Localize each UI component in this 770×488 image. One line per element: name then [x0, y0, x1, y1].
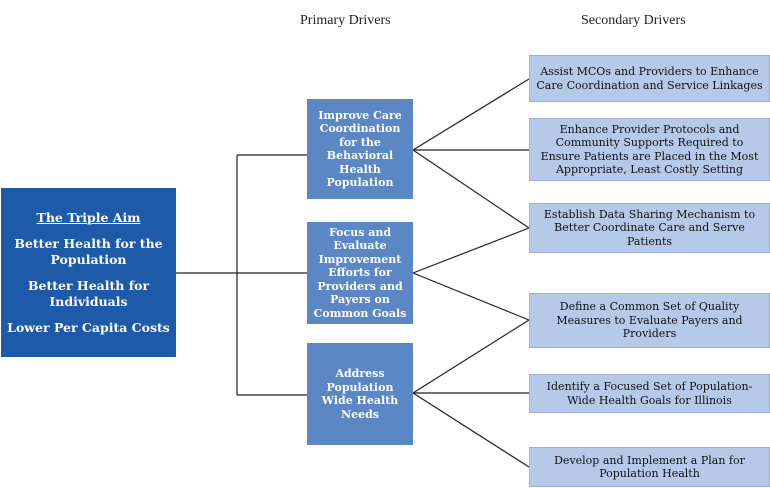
secondary-driver-health-goals: Identify a Focused Set of Population-Wid… [529, 374, 770, 413]
p2-to-s4 [412, 272, 530, 321]
p1-to-s1 [412, 78, 530, 151]
secondary-driver-label: Assist MCOs and Providers to Enhance Car… [536, 65, 763, 92]
p3-to-s6 [412, 392, 530, 468]
secondary-driver-provider-protocols: Enhance Provider Protocols and Community… [529, 118, 770, 181]
secondary-driver-label: Enhance Provider Protocols and Community… [540, 122, 759, 177]
secondary-driver-label: Identify a Focused Set of Population-Wid… [546, 380, 753, 407]
primary-driver-population-health: Address Population Wide Health Needs [307, 343, 413, 445]
secondary-driver-quality-measures: Define a Common Set of Quality Measures … [529, 293, 770, 348]
triple-aim-box: The Triple Aim Better Health for the Pop… [1, 188, 176, 357]
secondary-driver-mco-coordination: Assist MCOs and Providers to Enhance Car… [529, 55, 770, 102]
secondary-driver-data-sharing: Establish Data Sharing Mechanism to Bett… [529, 203, 770, 253]
p3-to-s4 [412, 319, 530, 394]
aim-individuals: Better Health for Individuals [27, 277, 150, 309]
secondary-driver-label: Define a Common Set of Quality Measures … [556, 300, 743, 341]
primary-driver-improvement-efforts: Focus and Evaluate Improvement Efforts f… [307, 222, 413, 324]
aim-population: Better Health for the Population [14, 235, 163, 267]
primary-driver-label: Address Population Wide Health Needs [321, 367, 399, 421]
secondary-driver-population-plan: Develop and Implement a Plan for Populat… [529, 447, 770, 487]
primary-driver-label: Focus and Evaluate Improvement Efforts f… [313, 225, 407, 320]
aim-costs: Lower Per Capita Costs [7, 319, 170, 335]
secondary-drivers-header: Secondary Drivers [581, 13, 686, 28]
secondary-driver-label: Establish Data Sharing Mechanism to Bett… [543, 207, 756, 248]
primary-driver-care-coordination: Improve Care Coordination for the Behavi… [307, 99, 413, 199]
triple-aim-title: The Triple Aim [36, 209, 141, 225]
primary-drivers-header: Primary Drivers [300, 13, 391, 28]
p1-to-s3 [412, 149, 530, 229]
primary-driver-label: Improve Care Coordination for the Behavi… [318, 108, 402, 190]
secondary-driver-label: Develop and Implement a Plan for Populat… [554, 453, 745, 481]
p2-to-s3 [412, 227, 530, 274]
